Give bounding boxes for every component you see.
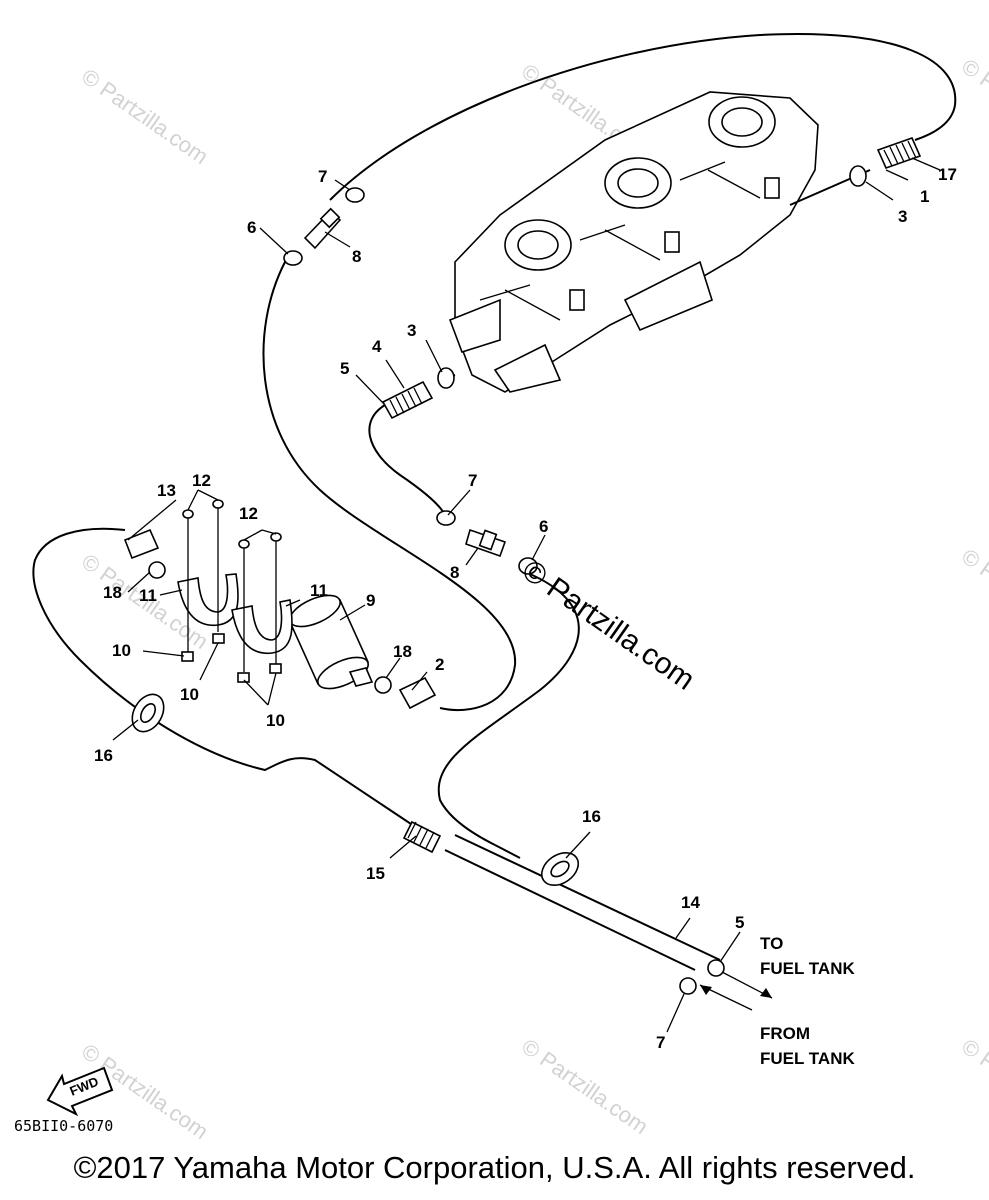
watermark: © Partzilla.com: [957, 544, 989, 650]
watermark: © Partzilla.com: [957, 1034, 989, 1140]
callout-1[interactable]: 1: [920, 187, 929, 206]
callout-5[interactable]: 5: [340, 359, 349, 378]
callout-13[interactable]: 13: [157, 481, 176, 500]
callout-7[interactable]: 7: [318, 167, 327, 186]
hose-return: [262, 261, 517, 712]
callout-7[interactable]: 7: [468, 471, 477, 490]
callout-9[interactable]: 9: [366, 591, 375, 610]
fittings-8: [303, 207, 507, 558]
callout-6[interactable]: 6: [247, 218, 256, 237]
from-label-line2: FUEL TANK: [760, 1049, 855, 1068]
center-watermark: © Partzilla.com: [516, 554, 701, 697]
fwd-arrow-icon: FWD: [46, 1066, 114, 1117]
callout-12[interactable]: 12: [239, 504, 258, 523]
drawing-code: 65BII0-6070: [14, 1117, 113, 1135]
callout-11[interactable]: 11: [310, 581, 328, 600]
pipe-14-dash: [494, 844, 521, 859]
callout-18[interactable]: 18: [393, 642, 412, 661]
to-label-line2: FUEL TANK: [760, 959, 855, 978]
flow-arrows: [699, 971, 773, 1011]
fuel-hoses: [32, 33, 957, 971]
callout-15[interactable]: 15: [366, 864, 385, 883]
leader-lines: [112, 157, 941, 1033]
callouts: 17 1 3 3 4 5 7 6 8 7 6 8 9 2 18 13 12 12…: [94, 165, 957, 1052]
callout-8[interactable]: 8: [352, 247, 361, 266]
fuel-filter: [123, 528, 437, 710]
callout-7[interactable]: 7: [656, 1033, 665, 1052]
callout-16[interactable]: 16: [94, 746, 113, 765]
hose-clamps: [148, 165, 867, 995]
from-label-line1: FROM: [760, 1024, 810, 1043]
callout-10[interactable]: 10: [266, 711, 285, 730]
copyright-notice: ©2017 Yamaha Motor Corporation, U.S.A. A…: [73, 1150, 916, 1185]
to-label-line1: TO: [760, 934, 783, 953]
callout-10[interactable]: 10: [112, 641, 131, 660]
filter-brackets: [177, 573, 293, 654]
callout-3[interactable]: 3: [407, 321, 416, 340]
watermark: © Partzilla.com: [517, 1034, 653, 1140]
callout-4[interactable]: 4: [372, 337, 382, 356]
callout-5[interactable]: 5: [735, 913, 744, 932]
spring-17: [876, 136, 922, 170]
callout-8[interactable]: 8: [450, 563, 459, 582]
callout-2[interactable]: 2: [435, 655, 444, 674]
callout-14[interactable]: 14: [681, 893, 700, 912]
pipe-14: [444, 834, 721, 971]
watermark: © Partzilla.com: [957, 54, 989, 160]
callout-18[interactable]: 18: [103, 583, 122, 602]
carburetor-assembly: [448, 91, 819, 393]
callout-6[interactable]: 6: [539, 517, 548, 536]
spring-4: [381, 380, 434, 420]
screws-and-nuts: [181, 499, 282, 683]
hose-13: [32, 527, 421, 831]
hose-top-loop: [329, 33, 957, 201]
grommets: [131, 693, 580, 887]
callout-17[interactable]: 17: [938, 165, 957, 184]
watermark: © Partzilla.com: [77, 64, 213, 170]
spring-15: [402, 820, 442, 854]
callout-16[interactable]: 16: [582, 807, 601, 826]
callout-11[interactable]: 11: [139, 586, 157, 605]
callout-3[interactable]: 3: [898, 207, 907, 226]
hose-feed: [437, 569, 580, 846]
direction-labels: TO FUEL TANK FROM FUEL TANK: [760, 934, 855, 1068]
callout-12[interactable]: 12: [192, 471, 211, 490]
callout-10[interactable]: 10: [180, 685, 199, 704]
